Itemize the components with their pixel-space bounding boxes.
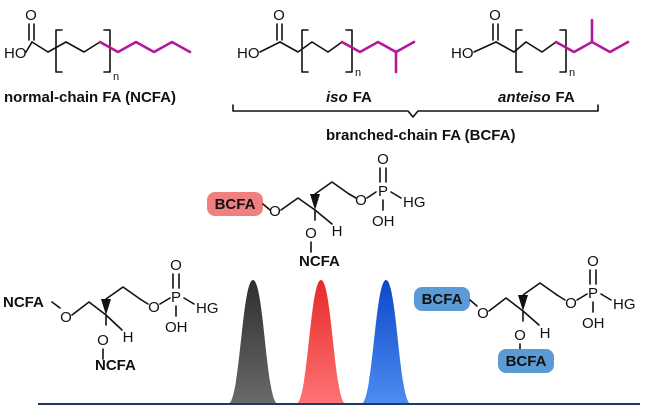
hydrogen: H <box>123 329 134 346</box>
peak-bcfa-bcfa <box>361 280 411 404</box>
ester-oxygen: O <box>60 309 72 326</box>
bcfa-tag-label: BCFA <box>215 196 256 213</box>
bcfa-tag-blue-lower <box>498 349 554 373</box>
normal-chain-label: normal-chain FA (NCFA) <box>4 89 176 106</box>
bcfa-tag-label: BCFA <box>506 353 547 370</box>
repeat-unit <box>311 41 343 53</box>
peak-ncfa-ncfa <box>228 280 278 404</box>
repeat-unit <box>65 41 101 53</box>
branched-chain-label: branched-chain FA (BCFA) <box>326 127 515 144</box>
acid-hydroxyl: HO <box>451 45 474 62</box>
branched-brace <box>232 104 599 118</box>
stereo-wedge <box>310 194 320 210</box>
lipid-ncfa-ncfa: NCFA O H O NCFA O P O HG OH <box>3 257 219 374</box>
phosphoryl-oxygen: O <box>587 253 599 270</box>
ester-oxygen: O <box>477 305 489 322</box>
carbonyl-oxygen: O <box>489 7 501 24</box>
phosphoryl-oxygen: O <box>377 151 389 168</box>
headgroup: HG <box>613 296 636 313</box>
ncfa-chain-label: NCFA <box>95 357 136 374</box>
phosphate-hydroxyl: OH <box>165 319 188 336</box>
ether-oxygen: O <box>305 225 317 242</box>
stereo-wedge <box>518 295 528 311</box>
acid-bonds <box>473 23 527 53</box>
repeat-bracket-right <box>559 29 567 73</box>
repeat-bracket-right <box>345 29 353 73</box>
acid-bonds <box>25 23 67 53</box>
repeat-bracket-right <box>103 29 111 73</box>
repeat-bracket-left <box>55 29 63 73</box>
phosphate-hydroxyl: OH <box>372 213 395 230</box>
phosphorus: P <box>171 289 181 306</box>
lipid-bcfa-bcfa: BCFA O H O BCFA O P O HG OH <box>414 253 636 373</box>
hydrogen: H <box>540 325 551 342</box>
phosphorus: P <box>378 183 388 200</box>
phosphate-oxygen: O <box>148 299 160 316</box>
repeat-bracket-left <box>301 29 309 73</box>
iso-fa-structure: O HO n <box>237 7 416 79</box>
repeat-bracket-left <box>515 29 523 73</box>
hydrogen: H <box>332 223 343 240</box>
bcfa-tag-label: BCFA <box>422 291 463 308</box>
repeat-subscript: n <box>113 71 119 83</box>
acid-bonds <box>259 23 313 53</box>
ncfa-chain-label: NCFA <box>299 253 340 270</box>
headgroup: HG <box>403 194 426 211</box>
bcfa-tag-blue <box>414 287 470 311</box>
acid-hydroxyl: HO <box>4 45 27 62</box>
phosphoryl-oxygen: O <box>170 257 182 274</box>
ncfa-tag-label: NCFA <box>3 294 44 311</box>
iso-tail <box>340 40 416 54</box>
phosphate-hydroxyl: OH <box>582 315 605 332</box>
lipid-bcfa-ncfa: BCFA O H O NCFA O P O HG OH <box>207 151 426 270</box>
carbonyl-oxygen: O <box>25 7 37 24</box>
peak-bcfa-ncfa <box>296 280 346 404</box>
repeat-unit <box>525 41 557 53</box>
chromatogram <box>38 280 640 405</box>
ether-oxygen: O <box>514 327 526 344</box>
phosphate-oxygen: O <box>565 295 577 312</box>
repeat-subscript: n <box>355 67 361 79</box>
phosphate-oxygen: O <box>355 192 367 209</box>
phosphorus: P <box>588 285 598 302</box>
normal-tail <box>98 40 192 54</box>
ester-oxygen: O <box>269 203 281 220</box>
headgroup: HG <box>196 300 219 317</box>
acid-hydroxyl: HO <box>237 45 260 62</box>
stereo-wedge <box>101 299 111 315</box>
ether-oxygen: O <box>97 332 109 349</box>
carbonyl-oxygen: O <box>273 7 285 24</box>
anteiso-fa-structure: O HO n <box>451 7 630 79</box>
normal-chain-fa-structure: O HO n <box>4 7 192 83</box>
bcfa-tag-red <box>207 192 263 216</box>
repeat-subscript: n <box>569 67 575 79</box>
